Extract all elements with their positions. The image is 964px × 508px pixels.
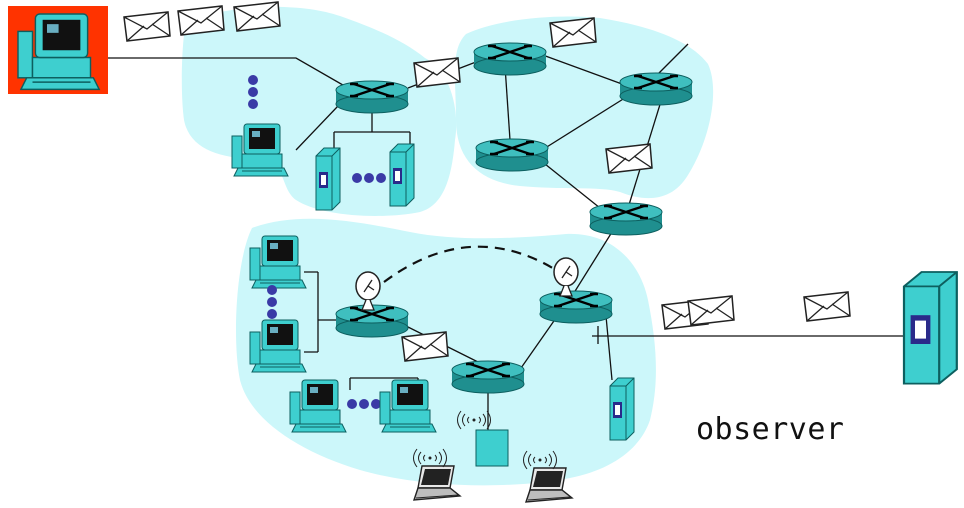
ellipsis-dots-icon [352, 173, 386, 183]
router-icon [450, 359, 526, 395]
server-icon [315, 147, 341, 211]
envelope-icon [803, 291, 851, 322]
server-icon [609, 377, 635, 441]
envelope-icon [687, 295, 735, 326]
observer-label: observer [696, 412, 845, 447]
laptop-icon [525, 467, 573, 503]
envelope-icon [401, 331, 449, 362]
envelope-icon [177, 5, 225, 36]
router-icon [618, 71, 694, 107]
ellipsis-dots-icon [347, 399, 381, 409]
server-icon [902, 270, 958, 385]
envelope-icon [233, 1, 281, 32]
ellipsis-dots-icon [248, 75, 258, 109]
access-network-region-top [181, 6, 457, 216]
envelope-icon [549, 17, 597, 48]
envelope-icon [605, 143, 653, 174]
envelope-icon [123, 11, 171, 42]
ellipsis-dots-icon [267, 285, 277, 319]
router-icon [334, 79, 410, 115]
observer-server [902, 270, 958, 385]
satellite-link [383, 245, 557, 283]
source-host [8, 6, 108, 94]
router-icon [588, 201, 664, 237]
server-icon [389, 143, 415, 207]
wireless-base-station-icon [475, 429, 509, 467]
envelope-icon [413, 57, 461, 88]
router-icon [538, 289, 614, 325]
router-icon [474, 137, 550, 173]
router-icon [472, 41, 548, 77]
